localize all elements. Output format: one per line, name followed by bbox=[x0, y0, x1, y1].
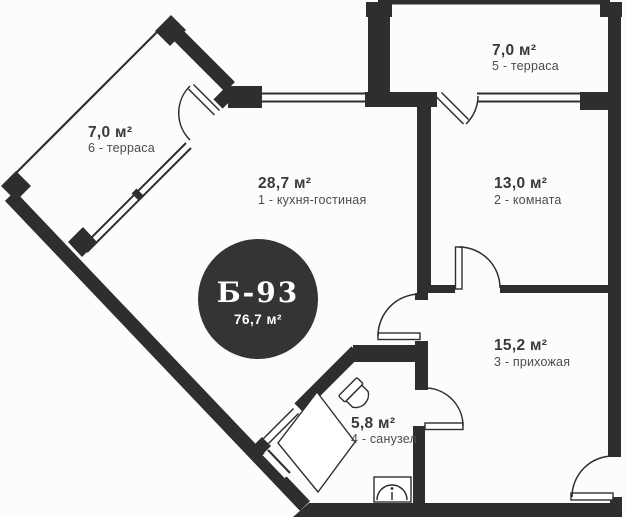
right-exterior-wall bbox=[608, 2, 621, 457]
door-kitchen-hall-arc bbox=[377, 293, 421, 337]
kitchen-hall-wall-upper bbox=[415, 293, 428, 300]
bathroom-diagonal-wall bbox=[294, 346, 361, 413]
door-terrace5 bbox=[435, 91, 479, 125]
kitchen-name: 1 - кухня-гостиная bbox=[258, 193, 366, 207]
unit-badge-title: Б-93 bbox=[217, 276, 300, 309]
door-terrace5-arc bbox=[465, 95, 479, 125]
label-terrace6: 7,0 м² 6 - терраса bbox=[88, 124, 155, 155]
kitchen-area: 28,7 м² bbox=[258, 175, 311, 192]
kitchen-room2-wall bbox=[417, 95, 431, 293]
terrace5-rail-wall bbox=[378, 0, 610, 5]
terrace5-window-end-block bbox=[580, 92, 610, 110]
doors-layer bbox=[177, 83, 614, 501]
kitchen-window-left-block bbox=[228, 86, 262, 108]
label-hall: 15,2 м² 3 - прихожая bbox=[494, 337, 570, 369]
label-terrace5: 7,0 м² 5 - терраса bbox=[492, 42, 559, 73]
door-kitchen-hall bbox=[377, 293, 421, 341]
door-entrance-arc bbox=[571, 455, 614, 498]
door-room2-arc bbox=[458, 246, 501, 289]
terrace6-rail-wall bbox=[8, 23, 166, 181]
fixtures-layer bbox=[277, 377, 412, 503]
bottom-exterior-wall bbox=[293, 497, 622, 517]
label-kitchen: 28,7 м² 1 - кухня-гостиная bbox=[258, 175, 366, 207]
terrace6-glazing-end-block bbox=[68, 227, 97, 257]
room2-hall-wall-right bbox=[500, 285, 610, 293]
terrace5-area: 7,0 м² bbox=[492, 42, 536, 59]
terrace6-se-wall-stub bbox=[213, 86, 236, 109]
door-bathroom-leaf bbox=[424, 422, 464, 431]
bath-area: 5,8 м² bbox=[351, 415, 395, 432]
room2-name: 2 - комната bbox=[494, 193, 562, 207]
unit-badge: Б-93 76,7 м² bbox=[198, 239, 318, 359]
terrace5-left-wall bbox=[368, 2, 390, 94]
windows-layer bbox=[81, 92, 581, 480]
door-room2-leaf bbox=[454, 246, 463, 290]
door-bathroom bbox=[424, 387, 464, 431]
label-bath: 5,8 м² 4 - санузел bbox=[351, 415, 417, 446]
terrace6-area: 7,0 м² bbox=[88, 124, 132, 141]
terrace6-west-pier bbox=[1, 171, 31, 201]
terrace6-name: 6 - терраса bbox=[88, 141, 155, 155]
door-entrance-leaf bbox=[570, 492, 614, 501]
unit-badge-area: 76,7 м² bbox=[234, 312, 282, 327]
terrace6-ne-wall bbox=[167, 24, 235, 92]
terrace6-north-pier bbox=[155, 15, 186, 46]
bathroom-hall-wall bbox=[413, 426, 425, 506]
hall-name: 3 - прихожая bbox=[494, 355, 570, 369]
sink bbox=[373, 476, 412, 503]
door-entrance bbox=[570, 455, 614, 501]
toilet bbox=[338, 377, 370, 409]
bathroom-north-wall bbox=[353, 345, 428, 362]
door-bathroom-diagonal-leaf bbox=[262, 407, 300, 445]
labels-layer: 7,0 м² 6 - терраса 28,7 м² 1 - кухня-гос… bbox=[88, 42, 570, 446]
main-diagonal-wall bbox=[4, 191, 311, 511]
unit-badge-circle bbox=[198, 239, 318, 359]
terrace5-name: 5 - терраса bbox=[492, 59, 559, 73]
door-kitchen-hall-leaf bbox=[377, 332, 421, 341]
door-terrace6-arc bbox=[177, 85, 191, 141]
door-terrace6 bbox=[177, 83, 221, 141]
door-room2 bbox=[454, 246, 501, 290]
room2-hall-wall-left bbox=[424, 285, 455, 293]
hall-area: 15,2 м² bbox=[494, 337, 547, 354]
label-room2: 13,0 м² 2 - комната bbox=[494, 175, 562, 207]
terrace6-glazing-mullion bbox=[131, 188, 144, 201]
bath-name: 4 - санузел bbox=[351, 432, 417, 446]
room2-area: 13,0 м² bbox=[494, 175, 547, 192]
diagonal-window-outer bbox=[267, 449, 291, 474]
shower-tray bbox=[277, 390, 356, 494]
diagonal-window-gap bbox=[262, 448, 292, 479]
door-bathroom-arc bbox=[424, 387, 464, 427]
diagonal-window-inner bbox=[261, 455, 285, 480]
